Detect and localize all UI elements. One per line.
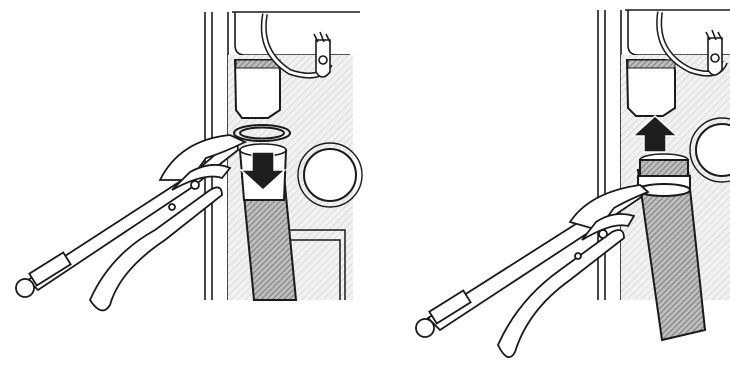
left-panel xyxy=(16,12,362,310)
elbow-fitting xyxy=(627,60,675,116)
locking-pliers-icon xyxy=(416,185,648,357)
clip-bracket xyxy=(706,30,722,75)
round-port xyxy=(298,143,362,207)
locking-pliers-icon xyxy=(16,135,245,310)
clip-bracket xyxy=(314,32,330,77)
elbow-fitting xyxy=(235,60,280,118)
right-panel xyxy=(416,10,730,357)
